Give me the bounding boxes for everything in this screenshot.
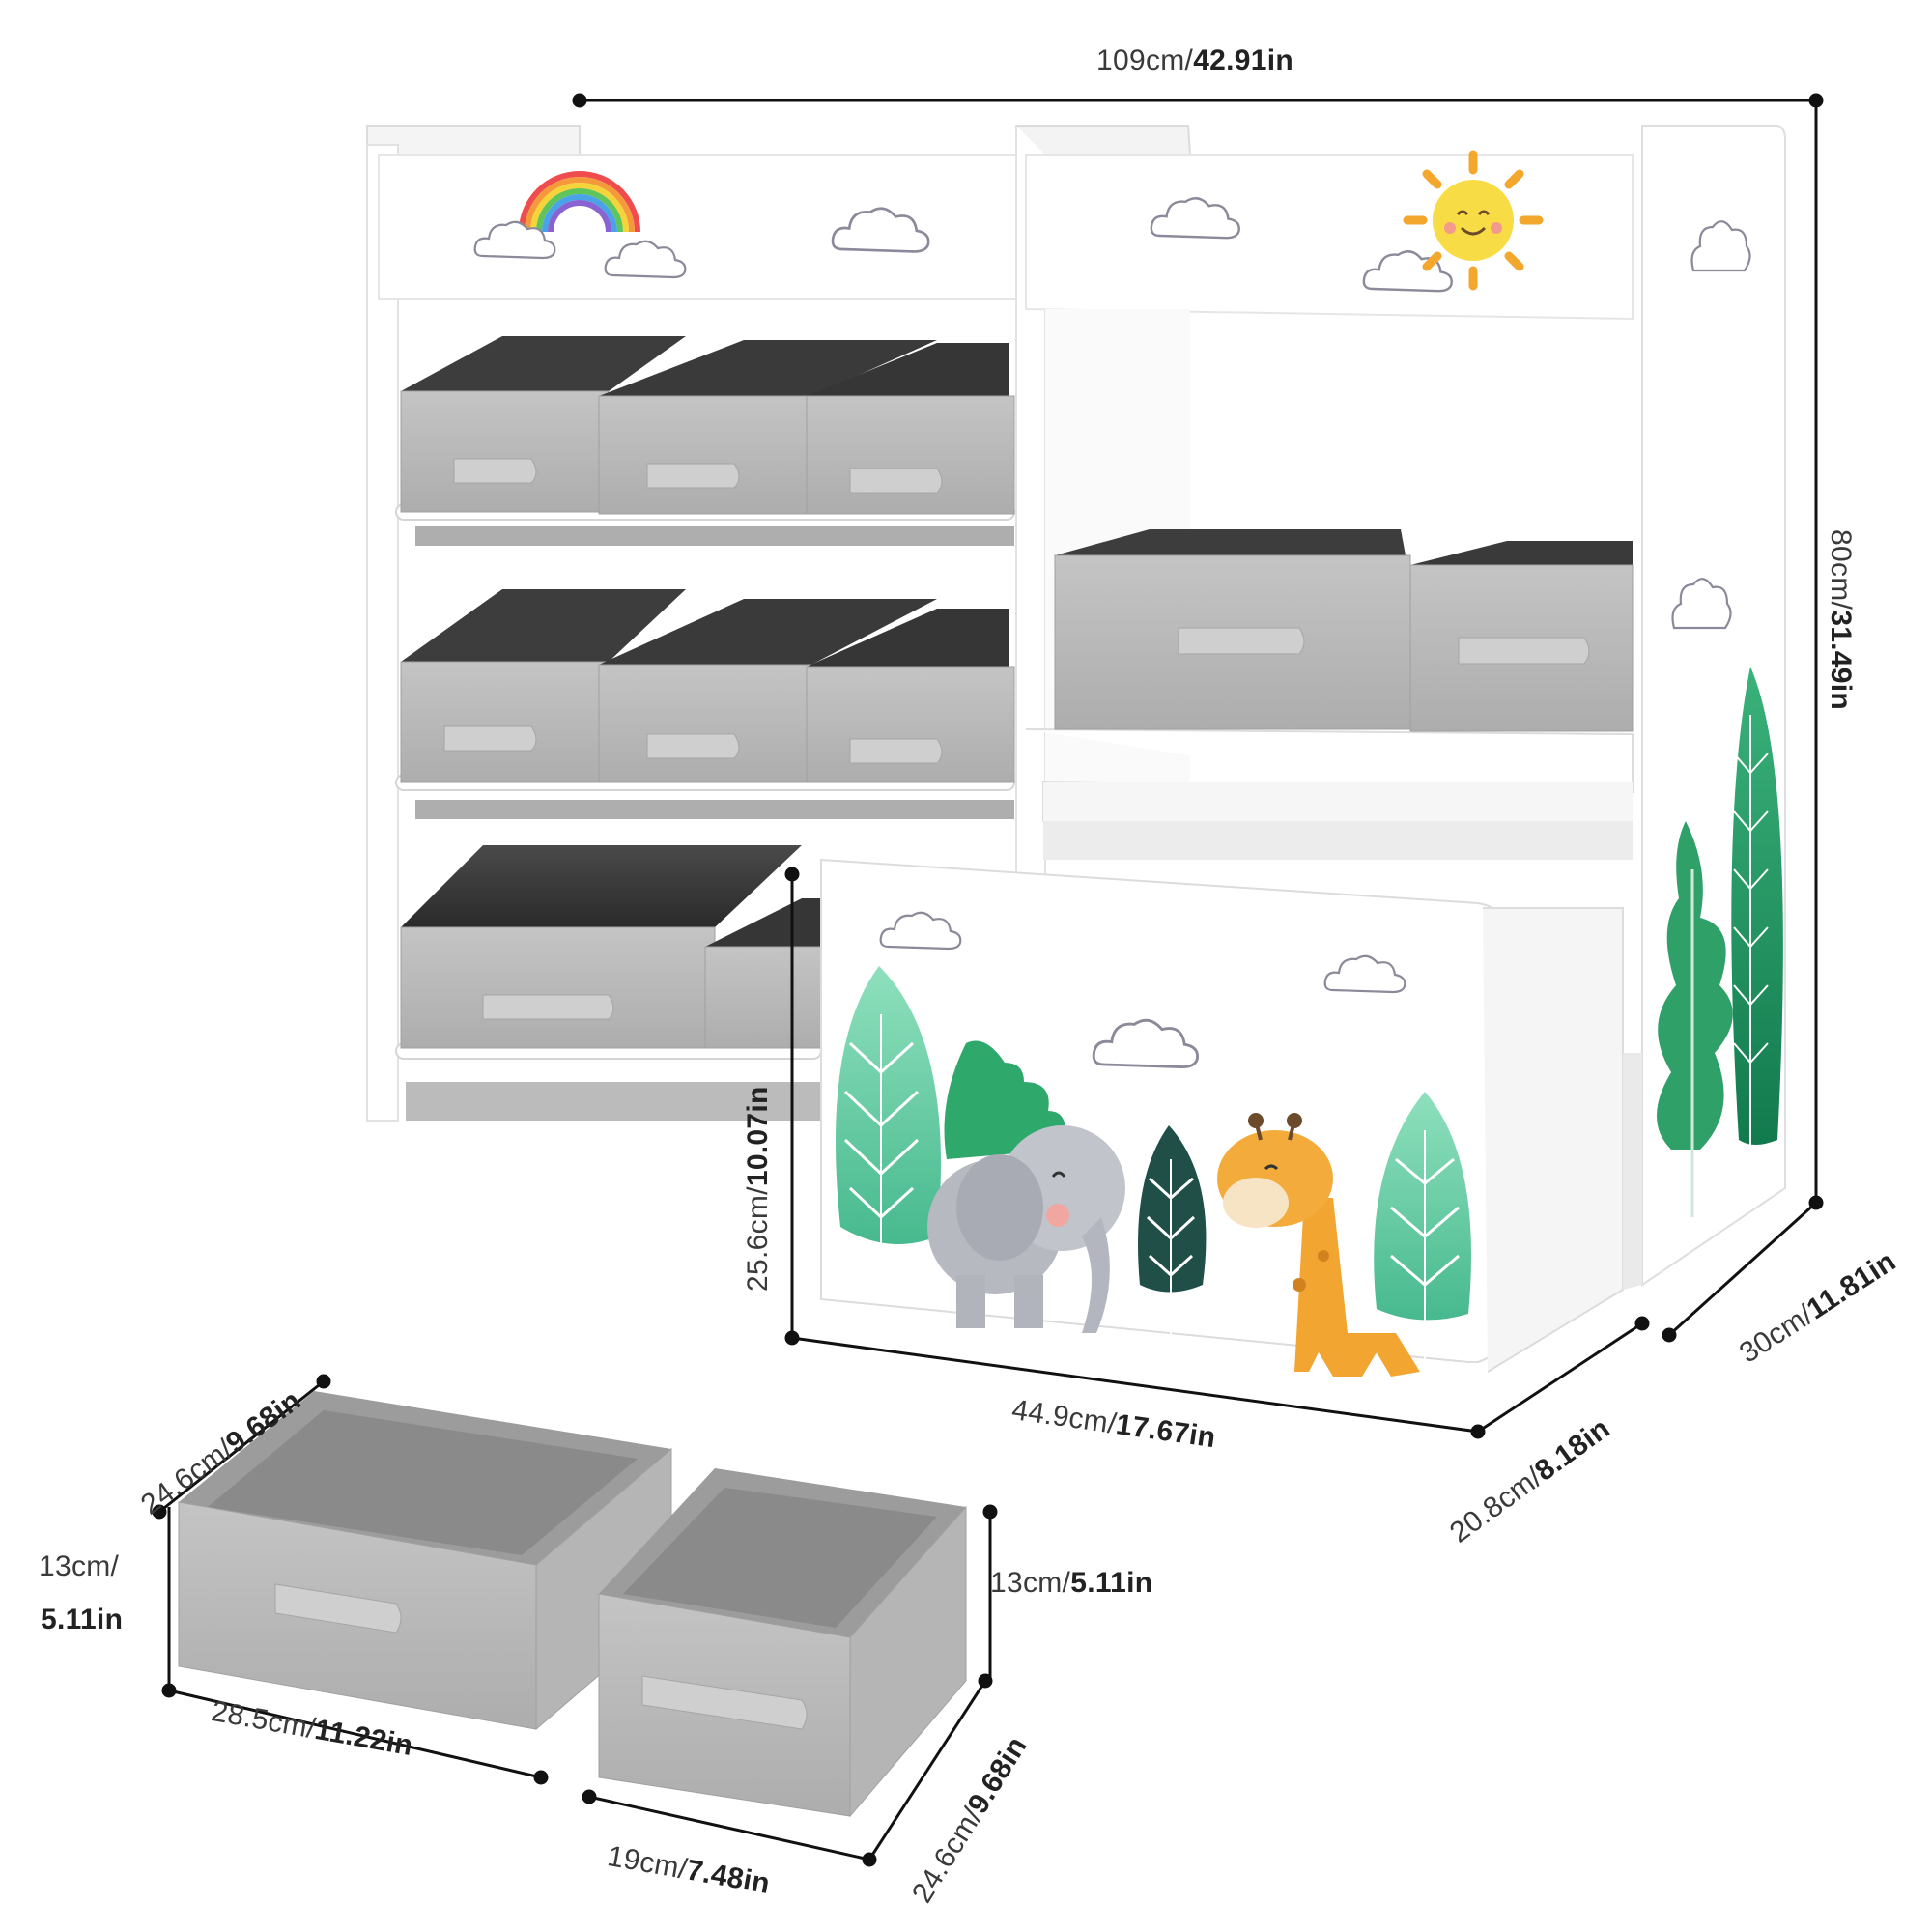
top-board-left (378, 154, 1017, 300)
overall-width-label: 109cm/42.91in (1096, 44, 1294, 76)
dimension-lines (152, 93, 1824, 1867)
toy-box-height-label: 25.6cm/10.07in (742, 1086, 774, 1292)
fabric-bin-icon (400, 589, 686, 783)
tree-icon (1657, 821, 1733, 1217)
fabric-bin-icon (806, 343, 1015, 515)
fabric-bin-icon (1054, 529, 1411, 730)
fabric-bin-icon (598, 340, 937, 515)
giraffe-icon (1217, 1113, 1420, 1377)
top-board-right (1025, 154, 1634, 321)
fabric-bin-icon (806, 609, 1015, 783)
rainbow-icon (519, 171, 640, 233)
fabric-bin-icon (400, 336, 686, 513)
tree-icon (1731, 667, 1783, 1198)
cloud-icon (1671, 578, 1732, 630)
tree-icon (1138, 1125, 1207, 1343)
fabric-bin-icon (1409, 541, 1634, 732)
overall-height-label: 80cm/31.49in (1825, 529, 1857, 711)
tree-icon (1374, 1092, 1471, 1377)
large-bin-height-imperial: 5.11in (41, 1604, 124, 1635)
tree-icon (836, 966, 941, 1304)
large-bin-height-metric: 13cm/ (39, 1550, 120, 1582)
left-panel-face (366, 144, 399, 1122)
shelf-bins (400, 336, 1634, 1049)
sun-icon (1403, 150, 1544, 291)
toy-box (820, 858, 1642, 1377)
small-bin-height-label: 13cm/5.11in (990, 1567, 1153, 1599)
tree-icon (944, 1040, 1065, 1159)
elephant-icon (927, 1125, 1125, 1333)
cloud-icon (1690, 220, 1751, 272)
fabric-bin-icon (704, 898, 822, 1049)
small-fabric-bin (598, 1468, 967, 1818)
